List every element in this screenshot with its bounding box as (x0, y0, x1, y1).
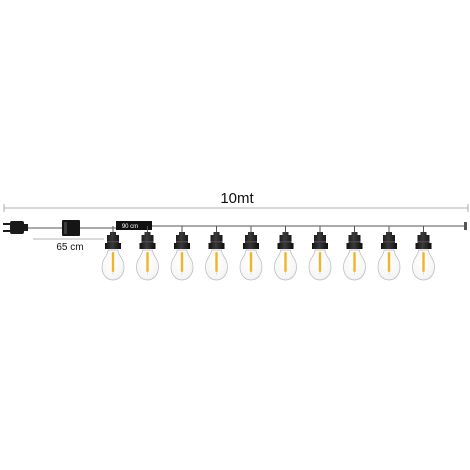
cable-end-cap (464, 222, 467, 230)
socket-ring (383, 241, 395, 243)
plug-icon (3, 221, 28, 234)
bulb-socket (174, 232, 190, 249)
bulb-filament (215, 252, 218, 272)
socket-ring (107, 241, 119, 243)
socket-ring (210, 241, 223, 243)
spacing-label-box (116, 221, 152, 230)
edison-bulb-icon (308, 226, 332, 281)
lead-length-label: 65 cm (56, 242, 83, 253)
edison-bulb-icon (170, 226, 194, 281)
socket-ring (141, 241, 154, 243)
edison-bulb-icon (412, 226, 435, 281)
bulb-spacing-dimension: 90 cm (116, 221, 152, 230)
edison-bulb-icon (239, 226, 263, 281)
total-length-label: 10mt (220, 190, 254, 207)
lead-length-dimension: 65 cm (33, 238, 104, 253)
bulb-filament (249, 252, 253, 272)
bulb-filament (111, 252, 115, 272)
bulb-socket (243, 232, 259, 249)
inline-switch-icon (62, 220, 80, 236)
power-cable (26, 222, 467, 230)
edison-bulb-icon (205, 226, 228, 281)
edison-bulb-icon (343, 226, 366, 281)
edison-bulb-icon (101, 226, 125, 281)
bulb-socket (346, 232, 363, 249)
bulb-filament (353, 252, 356, 272)
bulb-socket (381, 232, 397, 249)
socket-ring (348, 241, 361, 243)
bulb-row (101, 226, 435, 281)
edison-bulb-icon (136, 226, 159, 281)
bulb-filament (180, 252, 184, 272)
socket-ring (245, 241, 257, 243)
bulb-socket (105, 232, 121, 249)
bulb-filament (387, 252, 391, 272)
bulb-spacing-label: 90 cm (122, 224, 138, 230)
total-length-dimension: 10mt (3, 190, 469, 212)
bulb-socket (415, 232, 432, 249)
bulb-filament (146, 252, 149, 272)
socket-ring (314, 241, 326, 243)
edison-bulb-icon (274, 226, 297, 281)
socket-ring (176, 241, 188, 243)
socket-ring (417, 241, 430, 243)
bulb-socket (208, 232, 225, 249)
bulb-filament (318, 252, 322, 272)
bulb-socket (277, 232, 294, 249)
socket-ring (279, 241, 292, 243)
bulb-socket (139, 232, 156, 249)
edison-bulb-icon (377, 226, 401, 281)
bulb-filament (422, 252, 425, 272)
bulb-filament (284, 252, 287, 272)
bulb-socket (312, 232, 328, 249)
